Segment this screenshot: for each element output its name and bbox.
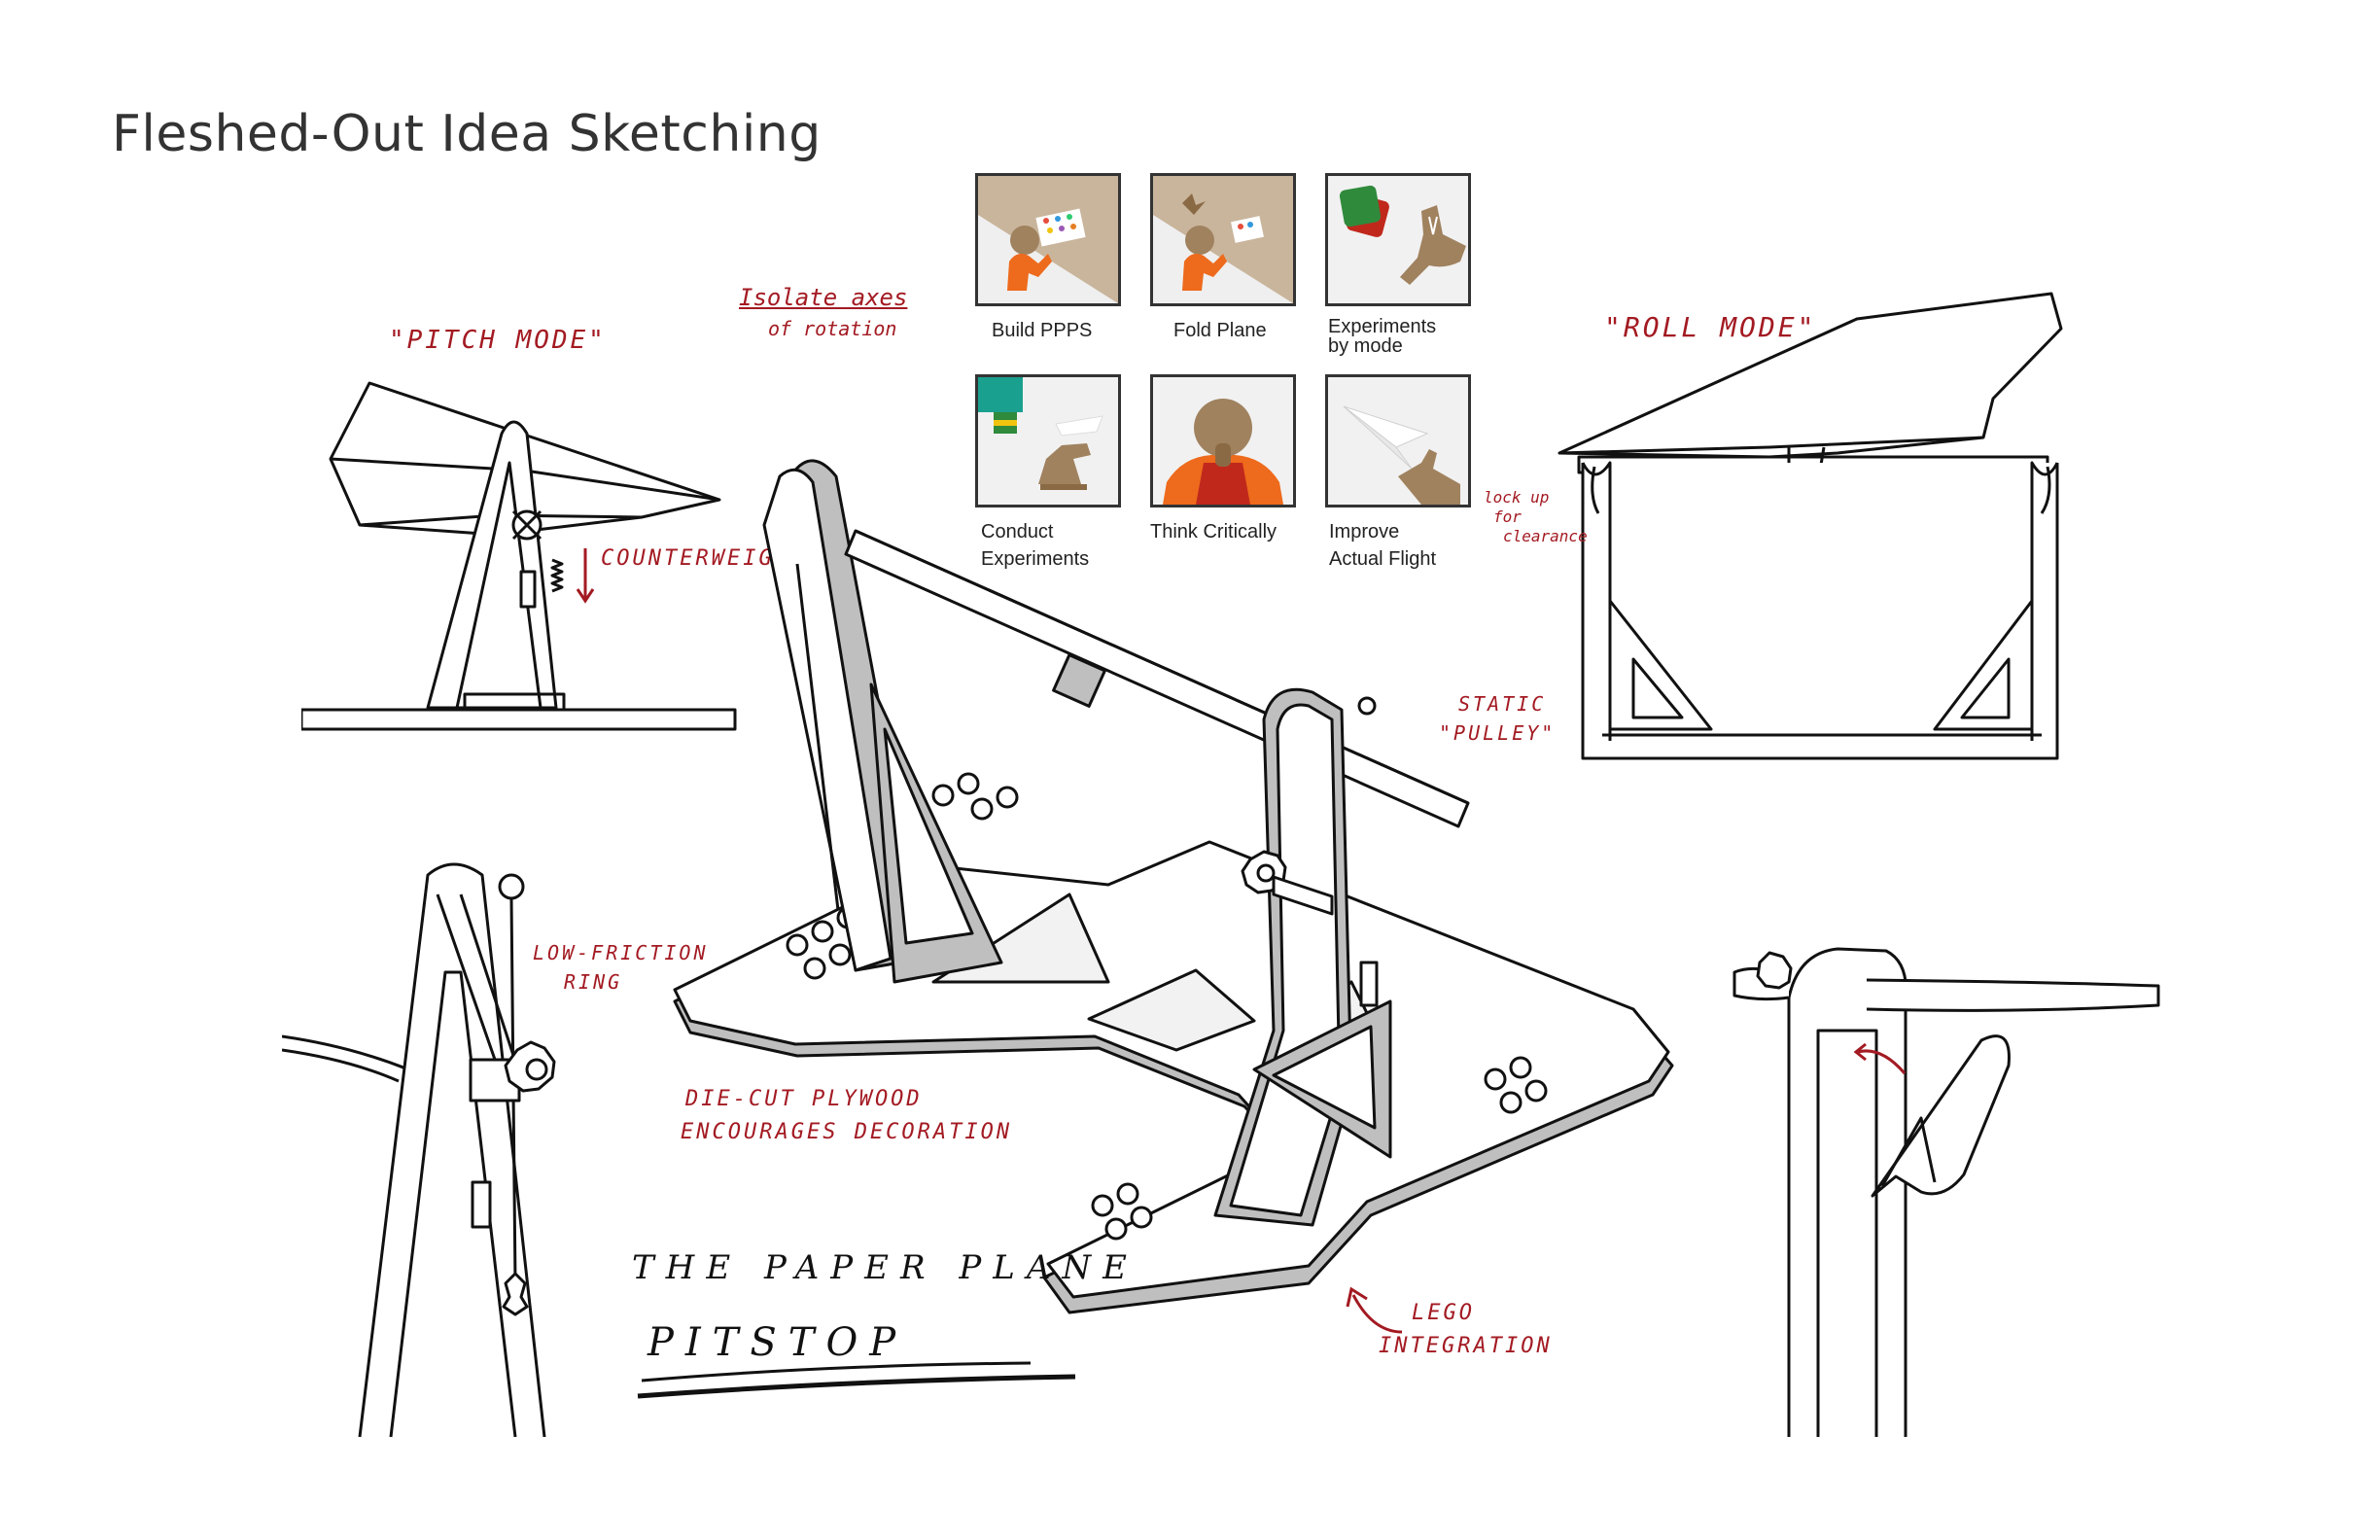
step-label: Improve: [1329, 521, 1400, 542]
thinking-person-icon: [1153, 377, 1293, 505]
paper-plane-hand-icon: [1328, 377, 1468, 505]
sketch-title-underline: [637, 1361, 1076, 1399]
lock-up-line3: clearance: [1503, 527, 1588, 545]
fold-plane-icon: [1153, 176, 1293, 303]
step-card-experiments-by-mode: [1325, 173, 1471, 306]
isolate-axes-line2: of rotation: [768, 317, 897, 340]
step-caption: Think Critically: [1150, 518, 1277, 545]
lego-line2: INTEGRATION: [1379, 1334, 1553, 1358]
step-caption: Experiments by mode: [1328, 317, 1436, 356]
low-friction-line2: RING: [564, 970, 623, 994]
static-pulley-line2: "PULLEY": [1439, 721, 1557, 745]
step-caption: Fold Plane: [1173, 317, 1267, 344]
lego-arrow: [1346, 1286, 1403, 1334]
step-label-2: Experiments: [981, 548, 1090, 570]
roll-mode-label: "ROLL MODE": [1604, 311, 1817, 343]
step-card-fold-plane: [1150, 173, 1296, 306]
step-card-improve-flight: [1325, 374, 1471, 508]
step-caption: Improve Actual Flight: [1329, 518, 1436, 573]
conduct-experiment-icon: [978, 377, 1118, 505]
step-caption: Build PPPS: [992, 317, 1092, 344]
low-friction-line1: LOW-FRICTION: [533, 941, 709, 964]
pitch-mode-label: "PITCH MODE": [389, 326, 607, 355]
step-label: Fold Plane: [1173, 320, 1267, 341]
lock-up-line2: for: [1493, 508, 1522, 526]
roll-pivot-detail-sketch: [1732, 947, 2160, 1437]
low-friction-ring-sketch: [282, 862, 556, 1438]
page-title: Fleshed-Out Idea Sketching: [112, 105, 822, 163]
isolate-axes-line1: Isolate axes: [739, 284, 908, 311]
static-pulley-line1: STATIC: [1458, 692, 1547, 716]
roll-mode-sketch: [1558, 292, 2063, 760]
step-label: Experiments: [1328, 316, 1437, 337]
step-card-build-ppps: [975, 173, 1121, 306]
pitch-mode-sketch: [301, 381, 737, 731]
step-label: Conduct: [981, 521, 1054, 542]
build-kit-icon: [978, 176, 1118, 303]
lego-line1: LEGO: [1412, 1301, 1475, 1325]
step-label: Build PPPS: [992, 320, 1093, 341]
lock-up-line1: lock up: [1484, 488, 1550, 507]
paper-plane-pitstop-sketch: [673, 459, 1674, 1314]
step-label: Think Critically: [1150, 521, 1278, 542]
step-label-2: Actual Flight: [1329, 548, 1437, 570]
step-caption: Conduct Experiments: [981, 518, 1089, 573]
step-card-think-critically: [1150, 374, 1296, 508]
lock-up-note: lock up for clearance: [1484, 488, 1588, 546]
counterweight-arrow: [576, 548, 595, 604]
step-card-conduct-experiments: [975, 374, 1121, 508]
experiment-mode-icon: [1328, 176, 1468, 303]
die-cut-line1: DIE-CUT PLYWOOD: [685, 1087, 923, 1111]
sketch-title-line1: THE PAPER PLANE: [632, 1248, 1138, 1287]
step-label-2: by mode: [1328, 335, 1403, 357]
sketch-title-line2: PITSTOP: [648, 1320, 908, 1365]
die-cut-line2: ENCOURAGES DECORATION: [681, 1120, 1013, 1144]
roll-detail-arrow: [1853, 1042, 1907, 1074]
